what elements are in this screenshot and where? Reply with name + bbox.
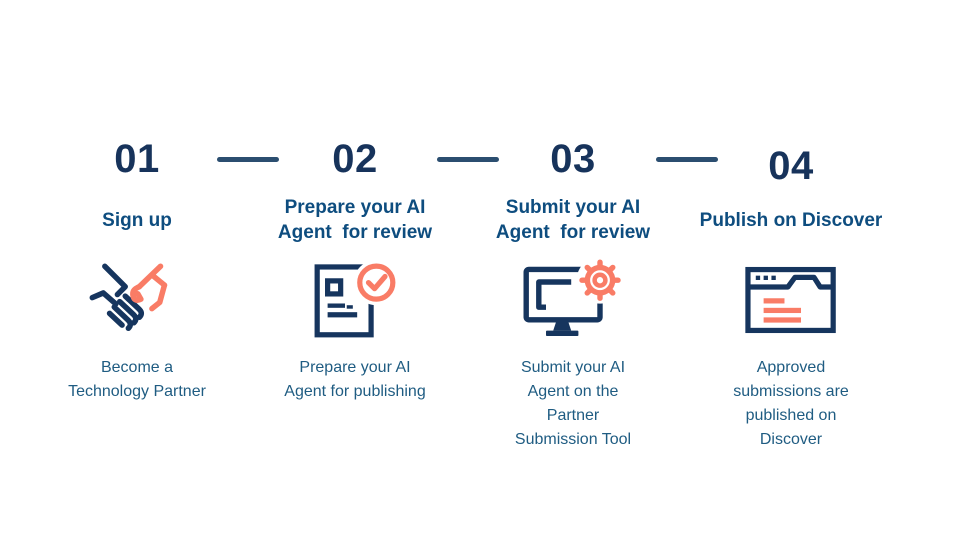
step-3-title: Submit your AI Agent for review <box>495 197 651 243</box>
step-1-title: Sign up <box>102 209 172 231</box>
step-2-number: 02 <box>332 136 378 181</box>
connector-line-3 <box>656 157 718 162</box>
step-1-description: Become a Technology Partner <box>68 359 206 400</box>
step-4-title: Publish on Discover <box>699 209 883 231</box>
document-check-icon <box>305 256 405 344</box>
step-3-description: Submit your AI Agent on the Partner Subm… <box>514 359 632 448</box>
step-4-description: Approved submissions are published on Di… <box>733 359 849 448</box>
step-4-number: 04 <box>768 143 814 188</box>
connector-line-2 <box>437 157 499 162</box>
connector-line-1 <box>217 157 279 162</box>
step-4-publish: 04 Publish on Discover <box>682 130 900 452</box>
browser-window-icon <box>741 260 841 340</box>
step-2-description: Prepare your AI Agent for publishing <box>284 359 426 400</box>
step-1-number: 01 <box>114 136 160 181</box>
step-1-signup: 01 Sign up <box>28 130 246 452</box>
monitor-gear-icon <box>519 255 627 345</box>
steps-row: 01 Sign up <box>28 130 900 452</box>
step-3-submit: 03 Submit your AI Agent for review <box>464 130 682 452</box>
step-2-prepare: 02 Prepare your AI Agent for review <box>246 130 464 452</box>
handshake-icon <box>86 256 188 344</box>
step-3-number: 03 <box>550 136 596 181</box>
step-2-title: Prepare your AI Agent for review <box>277 197 433 243</box>
